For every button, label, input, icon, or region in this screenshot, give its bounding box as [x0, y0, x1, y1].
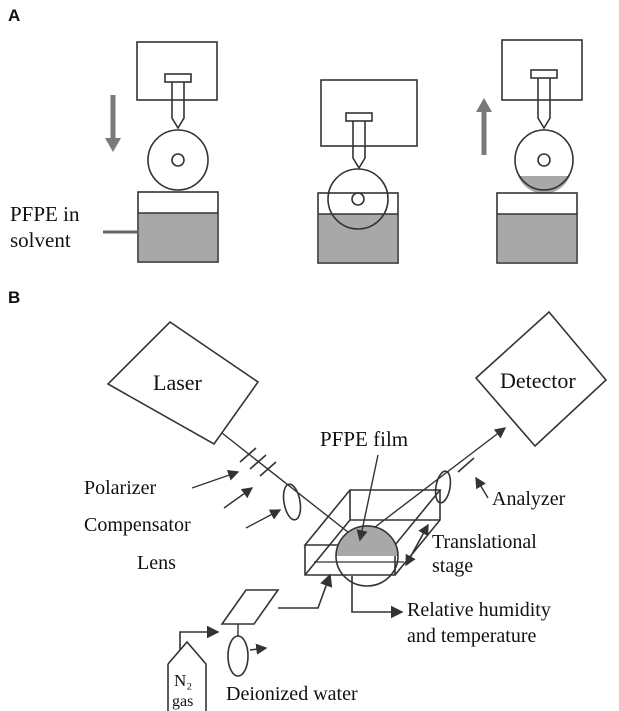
- n2-line: [179, 625, 220, 650]
- stage-arrow-down: [405, 524, 429, 567]
- n2-label-line1: N₂: [174, 671, 192, 690]
- gas-line-to-cell: [278, 573, 333, 609]
- compensator-label: Compensator: [84, 514, 191, 536]
- stage3-withdrawing: [476, 39, 583, 264]
- stage2-disk-hole: [351, 192, 365, 206]
- stage3-container: [496, 192, 578, 264]
- pfpe-film-disk: [335, 525, 399, 587]
- compensator-pointer: [223, 487, 254, 509]
- analyzer-element: [457, 457, 475, 473]
- stage2-disk: [327, 168, 389, 230]
- humidity-label-line2: and temperature: [407, 625, 536, 647]
- deionized-water-label: Deionized water: [226, 683, 358, 705]
- laser-label: Laser: [153, 370, 203, 395]
- stage3-disk: [514, 129, 574, 191]
- n2-cylinder: [167, 640, 207, 711]
- pfpe-label-line2: solvent: [10, 228, 71, 252]
- polarizer-element: [239, 447, 257, 463]
- polarizer-label: Polarizer: [84, 477, 157, 499]
- lens-element: [282, 483, 302, 521]
- stage1-clamp: [164, 73, 192, 83]
- stage3-rod: [537, 78, 551, 130]
- bubbler-inner-arrow: [249, 643, 268, 655]
- detector-label: Detector: [500, 368, 576, 393]
- lens-pointer: [245, 509, 282, 529]
- stage1-lowering: [105, 41, 219, 263]
- down-arrow-head: [105, 138, 121, 152]
- detector-box: [474, 310, 608, 448]
- humidity-label-line1: Relative humidity: [407, 599, 551, 621]
- polarizer-element-2: [249, 454, 267, 470]
- n2-label-line2: gas: [172, 693, 193, 710]
- analyzer-label: Analyzer: [492, 488, 566, 510]
- laser-box: [106, 320, 260, 446]
- stage3-clamp: [530, 69, 558, 79]
- bubbler-ellipse: [227, 635, 249, 677]
- humidity-pointer: [351, 576, 404, 619]
- polarizer-pointer: [191, 469, 240, 489]
- stage2-immersed: [317, 79, 418, 264]
- stage1-container: [137, 191, 219, 263]
- compensator-element: [259, 461, 277, 477]
- lens-label: Lens: [137, 552, 176, 574]
- stage3-holder-box: [501, 39, 583, 101]
- bubbler-body: [220, 589, 280, 625]
- stage3-film: [518, 176, 570, 194]
- panel-b-label: B: [8, 288, 21, 307]
- analyzer-pointer: [475, 476, 489, 499]
- stage1-holder-box: [136, 41, 218, 101]
- pfpe-film-pointer: [356, 454, 379, 542]
- stage1-liquid: [139, 213, 217, 261]
- stage3-disk-hole: [537, 153, 551, 167]
- stage1-disk-hole: [171, 153, 185, 167]
- pfpe-film-label: PFPE film: [320, 427, 408, 451]
- panel-a-label: A: [8, 6, 21, 25]
- translational-stage-line2: stage: [432, 555, 473, 577]
- stage1-rod: [171, 82, 185, 130]
- stage2-holder-box: [320, 79, 418, 147]
- reflected-beam: [357, 427, 507, 541]
- stage3-liquid: [498, 214, 576, 262]
- stage2-liquid: [319, 214, 397, 262]
- up-arrow-head: [476, 98, 492, 112]
- incident-beam: [221, 432, 359, 541]
- stage2-rod: [352, 121, 366, 170]
- pfpe-label-line1: PFPE in: [10, 202, 80, 226]
- translational-stage-line1: Translational: [432, 531, 537, 553]
- stage1-disk: [147, 129, 209, 191]
- stage2-clamp: [345, 112, 373, 122]
